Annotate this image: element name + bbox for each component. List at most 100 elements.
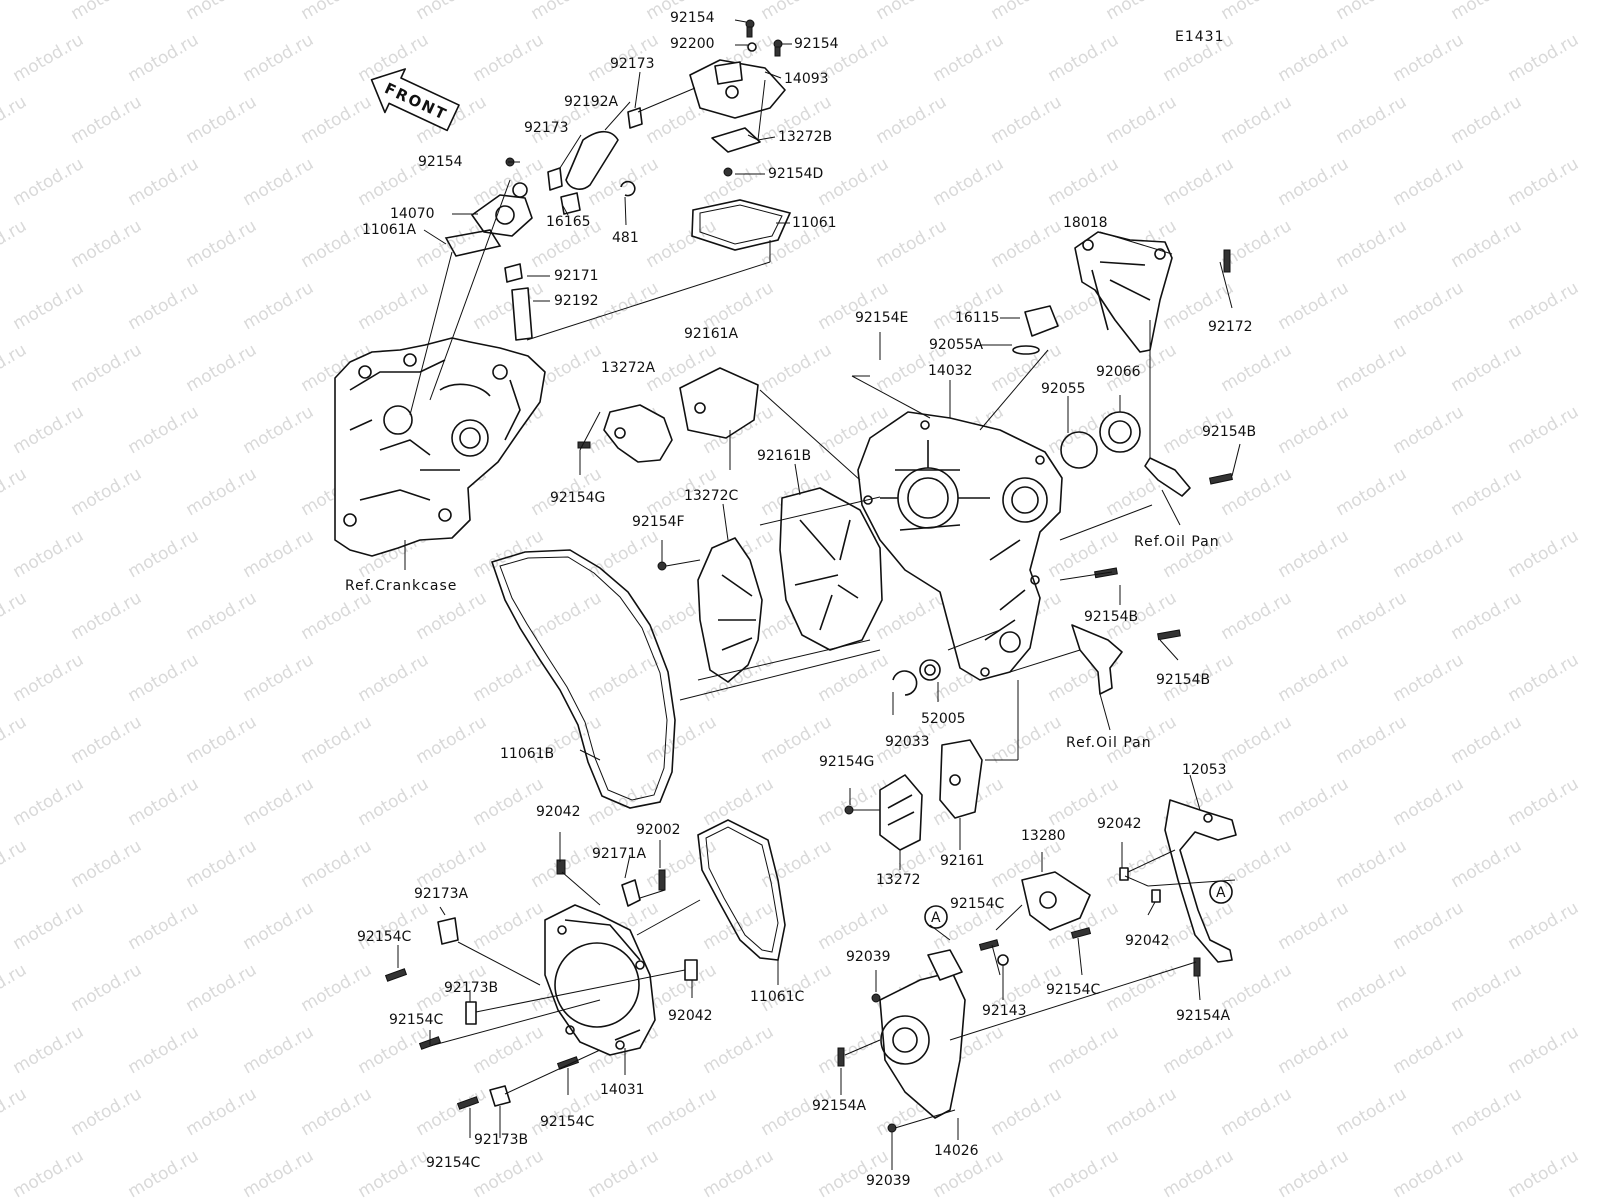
watermark-text: motod.ru <box>1333 712 1411 768</box>
watermark-text: motod.ru <box>0 588 30 644</box>
part-label-group: 92154 92200 92154 92173 14093 92192A 921… <box>345 10 1256 1189</box>
watermark-text: motod.ru <box>10 1146 88 1200</box>
watermark-text: motod.ru <box>700 898 778 954</box>
shield-13272c-drawing <box>657 487 883 683</box>
watermark-text: motod.ru <box>298 712 376 768</box>
watermark-text: motod.ru <box>1448 92 1526 148</box>
watermark-text: motod.ru <box>988 0 1066 24</box>
watermark-text: motod.ru <box>470 526 548 582</box>
watermark-text: motod.ru <box>700 154 778 210</box>
watermark-text: motod.ru <box>1218 92 1296 148</box>
watermark-text: motod.ru <box>930 154 1008 210</box>
thermostat-cover-drawing <box>689 19 792 251</box>
watermark-text: motod.ru <box>1218 1084 1296 1140</box>
watermark-text: motod.ru <box>700 1146 778 1200</box>
part-label: 92173A <box>414 886 469 902</box>
watermark-text: motod.ru <box>68 216 146 272</box>
watermark-text: motod.ru <box>1390 30 1468 86</box>
watermark-text: motod.ru <box>1505 898 1583 954</box>
watermark-text: motod.ru <box>1390 1146 1468 1200</box>
part-label: 92161B <box>757 448 811 464</box>
watermark-text: motod.ru <box>1390 526 1468 582</box>
part-label: 92154C <box>950 896 1005 912</box>
watermark-text: motod.ru <box>1333 92 1411 148</box>
watermark-text: motod.ru <box>1218 340 1296 396</box>
part-label: 92042 <box>1125 933 1170 949</box>
part-label: 92154E <box>855 310 908 326</box>
part-label: 16115 <box>955 310 1000 326</box>
watermark-text: motod.ru <box>240 526 318 582</box>
watermark-text: motod.ru <box>585 526 663 582</box>
sprocket-cover-drawing <box>837 799 1237 1133</box>
watermark-text: motod.ru <box>1505 650 1583 706</box>
part-label: 92192A <box>564 94 619 110</box>
watermark-text: motod.ru <box>1390 402 1468 458</box>
part-label: 11061 <box>792 215 837 231</box>
part-label: 92154A <box>812 1098 867 1114</box>
watermark-text: motod.ru <box>298 92 376 148</box>
watermark-text: motod.ru <box>1505 1022 1583 1078</box>
watermark-text: motod.ru <box>1160 1022 1238 1078</box>
crankcase-drawing <box>334 337 546 557</box>
watermark-text: motod.ru <box>700 1022 778 1078</box>
watermark-text: motod.ru <box>1275 650 1353 706</box>
part-label: 92154F <box>632 514 685 530</box>
watermark-text: motod.ru <box>815 1022 893 1078</box>
watermark-text: motod.ru <box>183 464 261 520</box>
watermark-text: motod.ru <box>68 836 146 892</box>
watermark-text: motod.ru <box>1390 1022 1468 1078</box>
watermark-text: motod.ru <box>585 650 663 706</box>
part-label: 92154 <box>670 10 715 26</box>
watermark-text: motod.ru <box>0 0 30 24</box>
watermark-text: motod.ru <box>1333 340 1411 396</box>
watermark-text: motod.ru <box>68 588 146 644</box>
watermark-text: motod.ru <box>125 154 203 210</box>
watermark-text: motod.ru <box>10 402 88 458</box>
part-label: 14026 <box>934 1143 979 1159</box>
watermark-text: motod.ru <box>355 774 433 830</box>
watermark-text: motod.ru <box>643 712 721 768</box>
watermark-text: motod.ru <box>0 464 30 520</box>
watermark-text: motod.ru <box>1333 836 1411 892</box>
watermark-text: motod.ru <box>1448 960 1526 1016</box>
bearing-seal-drawing <box>892 659 941 696</box>
watermark-text: motod.ru <box>988 1084 1066 1140</box>
part-label: 92192 <box>554 293 599 309</box>
watermark-text: motod.ru <box>125 526 203 582</box>
part-label: 13272A <box>601 360 656 376</box>
watermark-text: motod.ru <box>10 30 88 86</box>
part-label: Ref.Crankcase <box>345 578 457 594</box>
watermark-text: motod.ru <box>413 588 491 644</box>
watermark-text: motod.ru <box>10 650 88 706</box>
watermark-text: motod.ru <box>528 1084 606 1140</box>
watermark-text: motod.ru <box>1045 154 1123 210</box>
part-label: 92066 <box>1096 364 1141 380</box>
watermark-text: motod.ru <box>930 30 1008 86</box>
watermark-text: motod.ru <box>1275 402 1353 458</box>
part-label: 92154G <box>819 754 874 770</box>
watermark-text: motod.ru <box>413 0 491 24</box>
watermark-text: motod.ru <box>0 340 30 396</box>
watermark-text: motod.ru <box>1045 1146 1123 1200</box>
watermark-text: motod.ru <box>68 1084 146 1140</box>
part-label: 92154 <box>418 154 463 170</box>
watermark-text: motod.ru <box>873 92 951 148</box>
part-label: 92055 <box>1041 381 1086 397</box>
watermark-text: motod.ru <box>1103 92 1181 148</box>
part-label: 13272 <box>876 872 921 888</box>
watermark-text: motod.ru <box>125 1022 203 1078</box>
part-label: 13272B <box>778 129 832 145</box>
watermark-text: motod.ru <box>758 340 836 396</box>
part-label: 92154C <box>1046 982 1101 998</box>
watermark-text: motod.ru <box>1390 650 1468 706</box>
watermark-text: motod.ru <box>1160 154 1238 210</box>
watermark-text: motod.ru <box>355 1022 433 1078</box>
callout-a-left: A <box>924 905 948 929</box>
generator-cover-drawing <box>384 819 786 1110</box>
watermark-text: motod.ru <box>1390 154 1468 210</box>
watermark-text: motod.ru <box>1390 278 1468 334</box>
watermark-text: motod.ru <box>1275 774 1353 830</box>
watermark-text: motod.ru <box>68 960 146 1016</box>
watermark-text: motod.ru <box>125 898 203 954</box>
